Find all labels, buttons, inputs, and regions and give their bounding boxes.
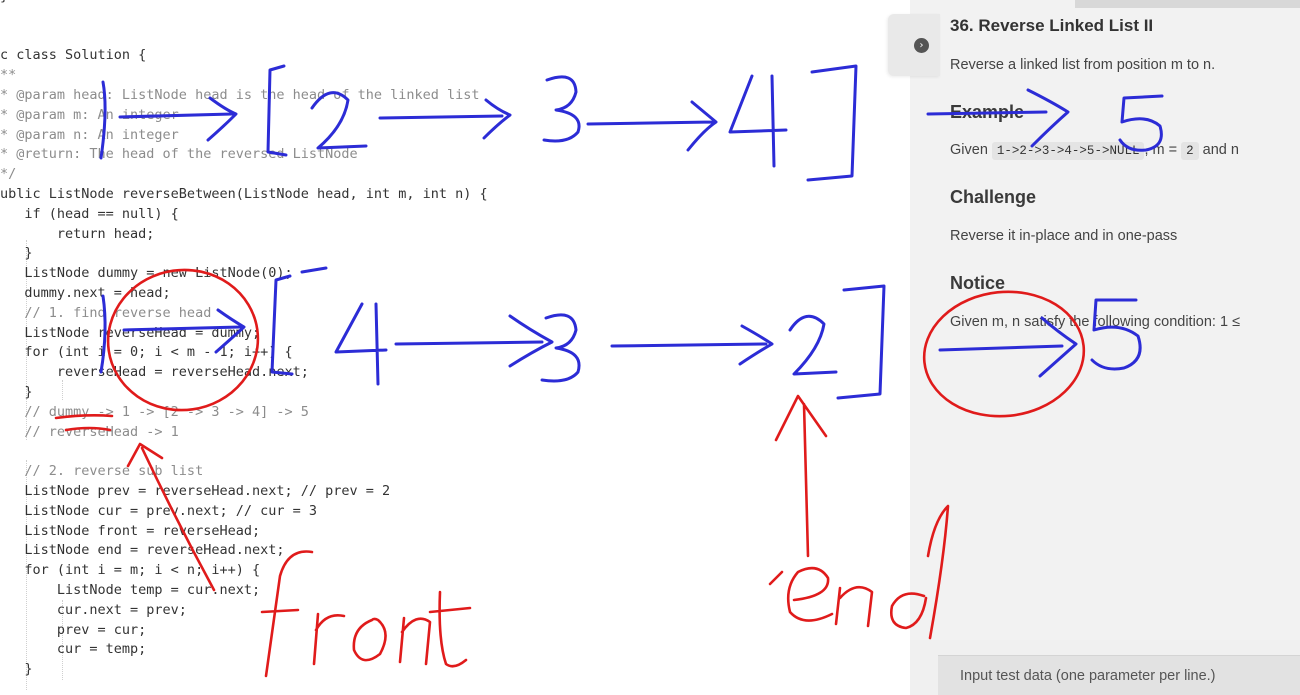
example-text: Given 1->2->3->4->5->NULL, m = 2 and n xyxy=(950,142,1239,160)
indent-guide xyxy=(26,240,27,440)
code-line: * @param head: ListNode head is the head… xyxy=(0,87,480,103)
code-line: } xyxy=(0,384,33,400)
code-line: * @param m: An integer xyxy=(0,106,179,123)
code-line: return head; xyxy=(0,225,155,242)
code-line: for (int i = 0; i < m - 1; i++) { xyxy=(0,344,293,361)
code-line: dummy.next = head; xyxy=(0,285,171,301)
indent-guide xyxy=(62,600,63,680)
code-line: */ xyxy=(0,166,17,183)
code-line: } xyxy=(0,0,8,6)
code-line: } xyxy=(0,245,33,262)
problem-description: 36. Reverse Linked List II Reverse a lin… xyxy=(910,0,1300,640)
code-line: * @return: The head of the reversed List… xyxy=(0,146,358,163)
code-line: ListNode prev = reverseHead.next; // pre… xyxy=(0,483,391,499)
code-line: // reverseHead -> 1 xyxy=(0,423,179,440)
code-line: cur.next = prev; xyxy=(0,601,187,618)
code-editor[interactable]: } c class Solution { ** * @param head: List… xyxy=(0,0,910,695)
code-line: } xyxy=(0,661,33,678)
code-line: ** xyxy=(0,67,17,84)
problem-title: 36. Reverse Linked List II xyxy=(950,16,1154,35)
test-input-label: Input test data (one parameter per line.… xyxy=(960,668,1216,684)
problem-panel: 36. Reverse Linked List II Reverse a lin… xyxy=(910,0,1300,695)
example-list-chip: 1->2->3->4->5->NULL xyxy=(991,142,1145,160)
code-line: ListNode cur = prev.next; // cur = 3 xyxy=(0,502,317,519)
indent-guide xyxy=(62,380,63,400)
code-line: for (int i = m; i < n; i++) { xyxy=(0,562,261,579)
code-line: ListNode reverseHead = dummy; xyxy=(0,324,261,341)
example-heading: Example xyxy=(950,102,1025,122)
chevron-right-circle-icon: › xyxy=(914,38,929,53)
code-line: if (head == null) { xyxy=(0,205,179,222)
challenge-text: Reverse it in-place and in one-pass xyxy=(950,228,1178,244)
code-line: cur = temp; xyxy=(0,641,147,658)
example-m-label: , m = xyxy=(1144,142,1178,158)
code-line: ListNode end = reverseHead.next; xyxy=(0,542,285,559)
challenge-heading: Challenge xyxy=(950,187,1037,207)
code-line: // 2. reverse sub list xyxy=(0,463,204,480)
code-line: * @param n: An integer xyxy=(0,126,179,143)
notice-heading: Notice xyxy=(950,273,1006,293)
test-input-bar[interactable]: Input test data (one parameter per line.… xyxy=(938,655,1300,695)
example-m-chip: 2 xyxy=(1181,142,1199,160)
code-line: prev = cur; xyxy=(0,621,147,638)
example-given: Given xyxy=(950,142,988,158)
code-line: ListNode front = reverseHead; xyxy=(0,522,261,539)
code-line: ublic ListNode reverseBetween(ListNode h… xyxy=(0,186,488,202)
indent-guide xyxy=(26,460,27,690)
code-line: c class Solution { xyxy=(0,47,147,64)
notice-text: Given m, n satisfy the following conditi… xyxy=(950,314,1241,330)
code-line: // dummy -> 1 -> [2 -> 3 -> 4] -> 5 xyxy=(0,403,309,420)
panel-top-bar xyxy=(1075,0,1300,8)
code-line: ListNode dummy = new ListNode(0); xyxy=(0,265,293,282)
code-line: ListNode temp = cur.next; xyxy=(0,582,261,598)
problem-description-text: Reverse a linked list from position m to… xyxy=(950,57,1216,73)
code-line: // 1. find reverse head xyxy=(0,304,212,321)
code-line: reverseHead = reverseHead.next; xyxy=(0,364,309,381)
panel-toggle-button[interactable]: › xyxy=(888,14,940,76)
example-n-label: and n xyxy=(1202,142,1239,158)
